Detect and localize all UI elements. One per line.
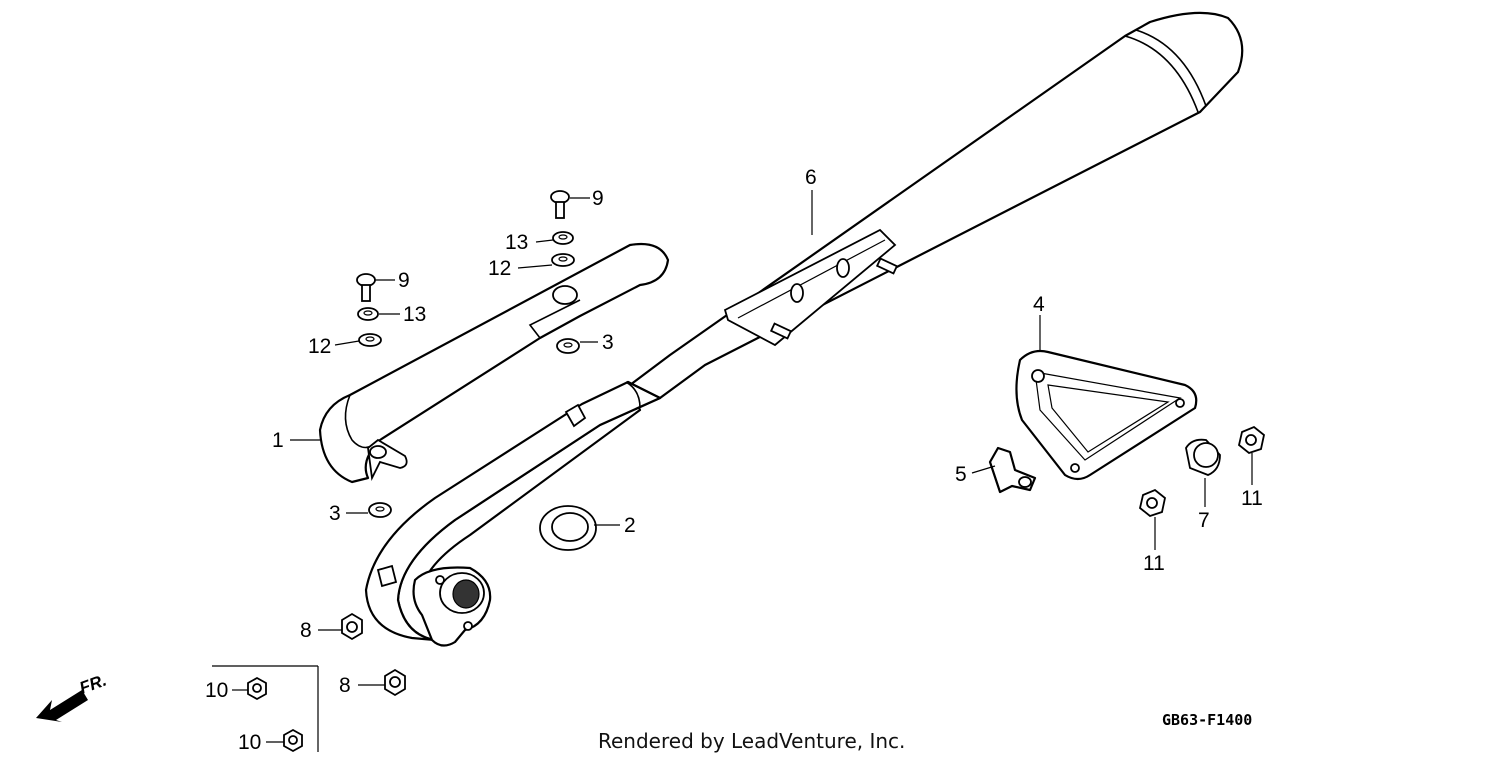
bracket-part-4 [1015, 349, 1198, 481]
callout-12b: 12 [308, 335, 331, 358]
callouts: 1 2 3 3 4 5 6 7 8 8 9 9 10 10 11 11 12 1… [205, 166, 1263, 754]
callout-10b: 10 [238, 731, 261, 754]
callout-2: 2 [624, 514, 636, 537]
callout-12a: 12 [488, 257, 511, 280]
bracket-part-5 [988, 446, 1037, 494]
leader-lines [212, 190, 1253, 752]
front-direction-label: FR. [77, 671, 109, 698]
callout-3b: 3 [329, 502, 341, 525]
protector-part-1 [318, 242, 670, 484]
callout-9b: 9 [398, 269, 410, 292]
callout-9a: 9 [592, 187, 604, 210]
washer-part-13a [552, 231, 574, 245]
callout-11b: 11 [1241, 487, 1263, 510]
callout-5: 5 [955, 463, 967, 486]
grommet-part-3b [368, 502, 392, 518]
collar-part-7 [1185, 438, 1221, 476]
nut-part-8a [341, 612, 363, 641]
callout-8b: 8 [339, 674, 351, 697]
hardware [247, 190, 1265, 753]
callout-6: 6 [805, 166, 817, 189]
muffler-part-6 [364, 11, 1244, 647]
grommet-part-3a [556, 338, 580, 354]
callout-11a: 11 [1143, 552, 1165, 575]
callout-10a: 10 [205, 679, 228, 702]
nut-part-8b [384, 668, 406, 697]
callout-13b: 13 [403, 303, 426, 326]
bolt-part-9b [356, 273, 376, 302]
diagram-code: GB63-F1400 [1162, 711, 1252, 729]
nut-part-11a [1138, 488, 1166, 518]
front-arrow-icon: FR. [36, 671, 109, 722]
callout-4: 4 [1033, 293, 1045, 316]
callout-7: 7 [1198, 509, 1210, 532]
nut-part-10b [283, 728, 303, 753]
callout-1: 1 [272, 429, 284, 452]
bolt-part-9a [550, 190, 570, 219]
washer-part-12a [551, 253, 575, 267]
washer-part-12b [358, 333, 382, 347]
callout-3a: 3 [602, 331, 614, 354]
nut-part-10a [247, 676, 267, 701]
callout-8a: 8 [300, 619, 312, 642]
gasket-part-2 [539, 505, 597, 551]
nut-part-11b [1237, 425, 1265, 455]
callout-13a: 13 [505, 231, 528, 254]
credit-text: Rendered by LeadVenture, Inc. [598, 729, 905, 753]
washer-part-13b [357, 307, 379, 321]
